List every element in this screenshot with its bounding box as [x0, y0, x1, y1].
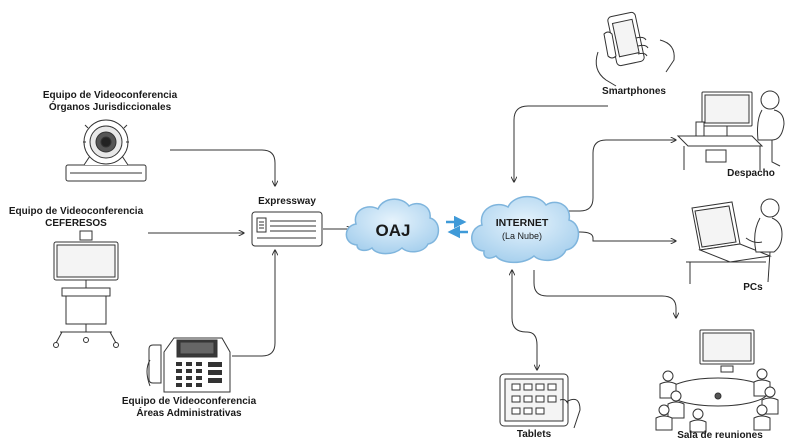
connection-lines	[148, 105, 676, 370]
ceferesos-label: Equipo de Videoconferencia CEFERESOS	[0, 206, 152, 230]
line-internet-to-pcs	[570, 231, 676, 241]
laptop-icon	[686, 198, 783, 284]
oaj-label: OAJ	[376, 221, 411, 240]
internet-cloud: INTERNET (La Nube)	[471, 195, 580, 264]
conference-camera-icon	[65, 119, 147, 182]
organos-label: Equipo de Videoconferencia Órganos Juris…	[20, 90, 200, 114]
line-internet-to-tablets	[512, 270, 537, 370]
line-areas-to-expressway	[232, 250, 275, 357]
expressway-label: Expressway	[258, 196, 316, 207]
smartphones-label: Smartphones	[602, 86, 666, 97]
smartphone-icon	[595, 11, 675, 87]
bidirectional-arrow-icon	[446, 215, 468, 239]
internet-sublabel: (La Nube)	[502, 231, 542, 241]
ip-phone-icon	[146, 337, 231, 393]
tablet-icon	[499, 373, 581, 429]
tablets-label: Tablets	[516, 429, 552, 440]
organos-label-line2: Órganos Jurisdiccionales	[48, 102, 172, 113]
organos-label-line1: Equipo de Videoconferencia	[42, 90, 178, 101]
pcs-label: PCs	[743, 282, 763, 293]
desktop-workstation-icon	[676, 90, 785, 170]
sala-label: Sala de reuniones	[677, 430, 763, 441]
ceferesos-label-line1: Equipo de Videoconferencia	[8, 206, 144, 217]
areas-label-line1: Equipo de Videoconferencia	[121, 396, 257, 407]
line-internet-to-despacho	[564, 140, 676, 212]
meeting-room-icon	[655, 329, 779, 433]
internet-label: INTERNET	[496, 217, 549, 229]
line-organos-to-expressway	[170, 149, 275, 186]
expressway-device-icon	[251, 211, 323, 247]
areas-label-line2: Áreas Administrativas	[136, 408, 242, 419]
oaj-cloud: OAJ	[345, 198, 440, 255]
line-internet-to-sala	[533, 270, 676, 318]
ceferesos-label-line2: CEFERESOS	[45, 218, 107, 229]
video-cart-icon	[53, 230, 119, 348]
areas-label: Equipo de Videoconferencia Áreas Adminis…	[104, 396, 274, 420]
despacho-label: Despacho	[727, 168, 775, 179]
line-smartphones-to-internet	[514, 105, 608, 182]
